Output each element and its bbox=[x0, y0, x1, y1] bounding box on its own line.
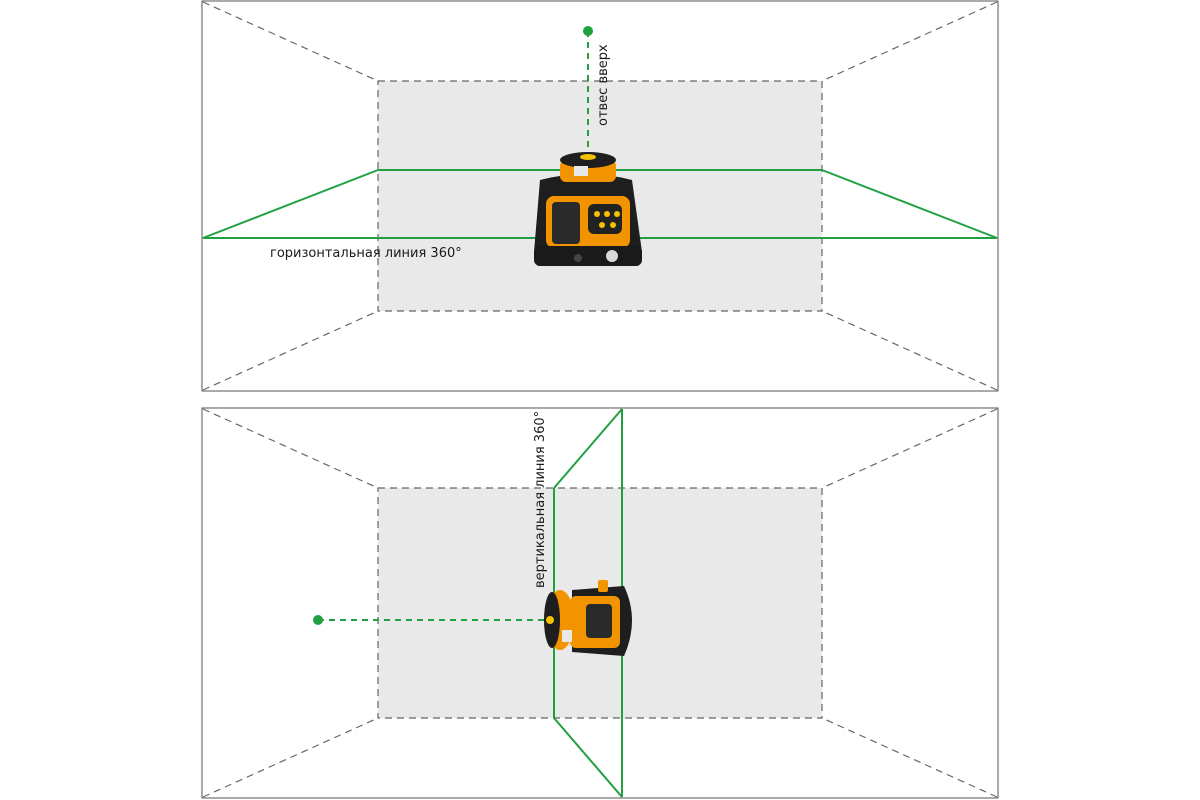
rotary-laser-device-side bbox=[544, 580, 632, 656]
top-room-panel: горизонтальная линия 360° отвес вверх bbox=[201, 0, 999, 392]
plumb-up-point bbox=[583, 26, 593, 36]
side-plumb-point bbox=[313, 615, 323, 625]
plumb-up-beam bbox=[583, 26, 593, 160]
vertical-line-label: вертикальная линия 360° bbox=[533, 411, 548, 588]
bottom-perspective-edges bbox=[202, 408, 998, 798]
top-perspective-edges bbox=[202, 1, 998, 391]
horizontal-line-label: горизонтальная линия 360° bbox=[270, 246, 462, 261]
rotary-laser-device-upright bbox=[534, 152, 642, 266]
plumb-up-label: отвес вверх bbox=[596, 44, 611, 126]
bottom-room-panel: вертикальная линия 360° bbox=[201, 407, 999, 799]
side-plumb-beam bbox=[313, 615, 546, 625]
